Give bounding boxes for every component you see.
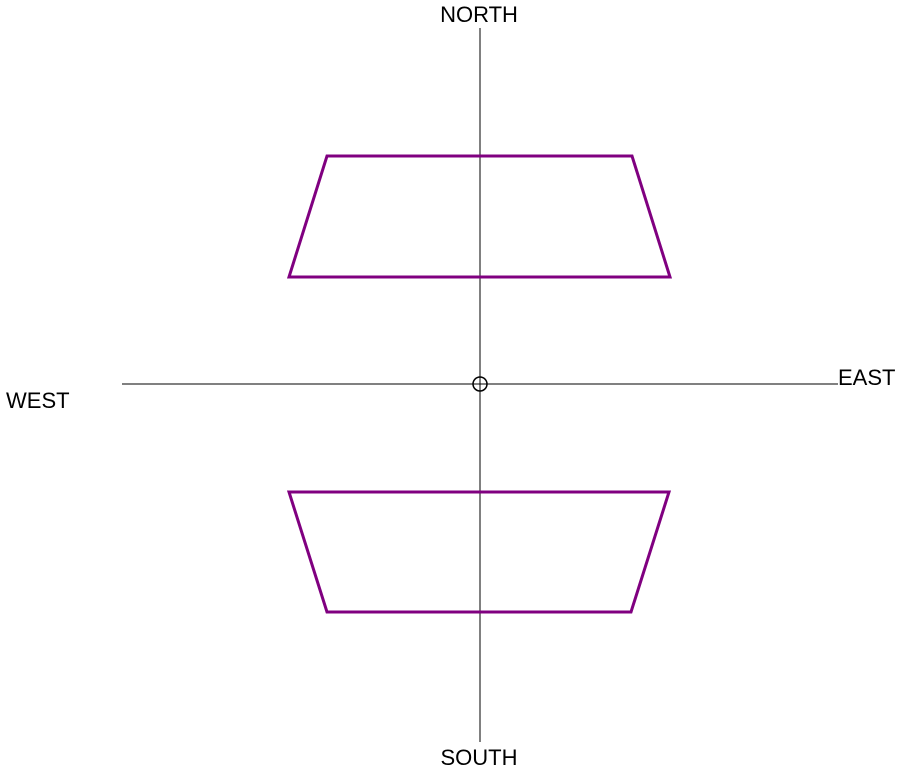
south-label: SOUTH: [441, 745, 518, 770]
upper-trapezoid: [286, 154, 673, 279]
east-label: EAST: [838, 365, 895, 390]
north-label: NORTH: [440, 2, 518, 27]
west-label: WEST: [6, 388, 70, 413]
origin-marker: [472, 376, 488, 392]
lower-trapezoid: [286, 490, 672, 614]
